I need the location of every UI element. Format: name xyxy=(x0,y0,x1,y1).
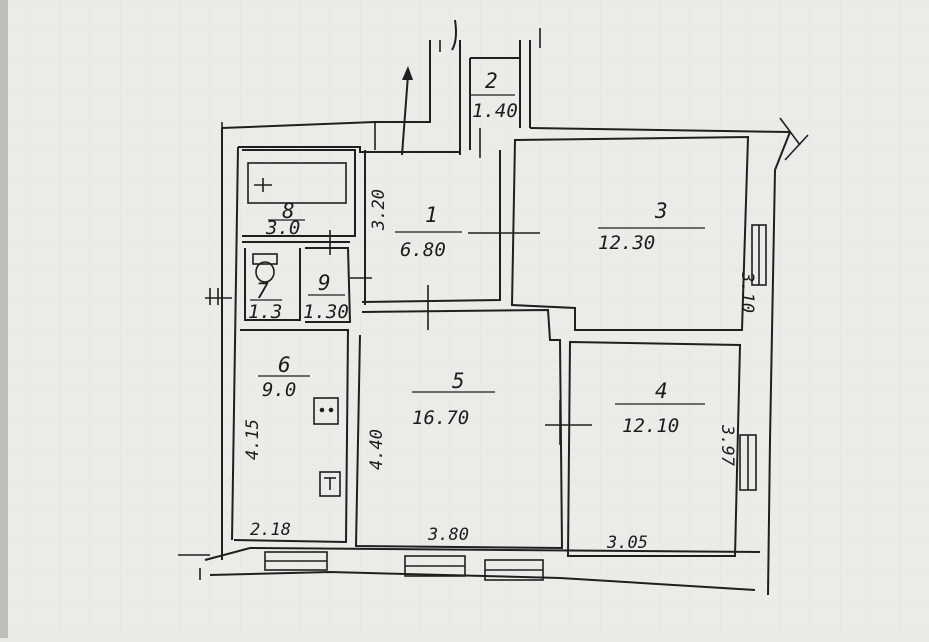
room-1-area: 6.80 xyxy=(400,239,446,261)
outer-wall-top-left xyxy=(221,40,431,129)
room-7-number: 7 xyxy=(256,279,269,303)
sink-icon xyxy=(319,471,341,497)
fixtures xyxy=(247,162,347,497)
room-9-area: 1.30 xyxy=(303,301,349,323)
room-3-number: 3 xyxy=(654,199,668,223)
inner-wall-bottom xyxy=(204,546,761,561)
bathtub-icon xyxy=(247,162,347,204)
dim-room4-width: 3.05 xyxy=(606,533,648,553)
room-3-area: 12.30 xyxy=(598,232,655,254)
room-4-area: 12.10 xyxy=(622,415,679,437)
dim-room4-depth: 3.97 xyxy=(717,424,737,467)
door-ticks xyxy=(178,28,809,580)
room-1-wall xyxy=(361,150,501,303)
dim-hall-height: 3.20 xyxy=(369,189,389,231)
room-8-outline xyxy=(242,149,356,237)
toilet-icon xyxy=(252,253,278,283)
outer-wall-bottom xyxy=(209,570,756,591)
entrance-arrow-icon xyxy=(401,19,457,156)
room-9-number: 9 xyxy=(318,271,331,295)
closet-door-arc xyxy=(451,19,457,51)
dim-room6-width: 2.18 xyxy=(250,520,291,540)
room-6-number: 6 xyxy=(278,353,291,377)
room-5-area: 16.70 xyxy=(412,407,469,429)
walls xyxy=(204,40,791,596)
paper-edge xyxy=(0,0,8,638)
stove-icon xyxy=(313,397,339,425)
outer-wall-right xyxy=(769,131,791,441)
dim-room5-width: 3.80 xyxy=(427,525,469,545)
room-8-number: 8 xyxy=(282,199,295,223)
room-2-number: 2 xyxy=(485,69,498,93)
room-5-number: 5 xyxy=(452,369,465,393)
room-labels: 2 1.40 1 6.80 3 12.30 8 3.0 7 1.3 9 1.30… xyxy=(248,69,705,437)
room-9-outline xyxy=(305,247,352,323)
outer-wall-right-lower xyxy=(767,439,771,596)
room-7-outline xyxy=(244,248,301,321)
room-6-outline xyxy=(233,329,350,544)
room-7-area: 1.3 xyxy=(248,301,282,323)
room-6-area: 9.0 xyxy=(262,379,296,401)
room-4-number: 4 xyxy=(655,379,668,403)
room-5-outline xyxy=(354,308,564,550)
room-1-number: 1 xyxy=(425,203,438,227)
outer-wall-top-right xyxy=(529,127,791,133)
dim-room3-depth: 3.10 xyxy=(737,271,757,313)
inner-wall-left xyxy=(231,146,239,541)
dimension-labels: 3.20 3.10 3.97 4.40 4.15 2.18 3.80 3.05 xyxy=(243,189,757,553)
room-4-outline xyxy=(566,340,742,557)
room-3-outline xyxy=(510,135,750,331)
room-8-area: 3.0 xyxy=(265,217,300,239)
dim-room6-depth: 4.15 xyxy=(243,419,263,460)
dim-room5-depth: 4.40 xyxy=(367,429,387,470)
room-2-area: 1.40 xyxy=(472,100,518,122)
windows xyxy=(264,224,767,581)
